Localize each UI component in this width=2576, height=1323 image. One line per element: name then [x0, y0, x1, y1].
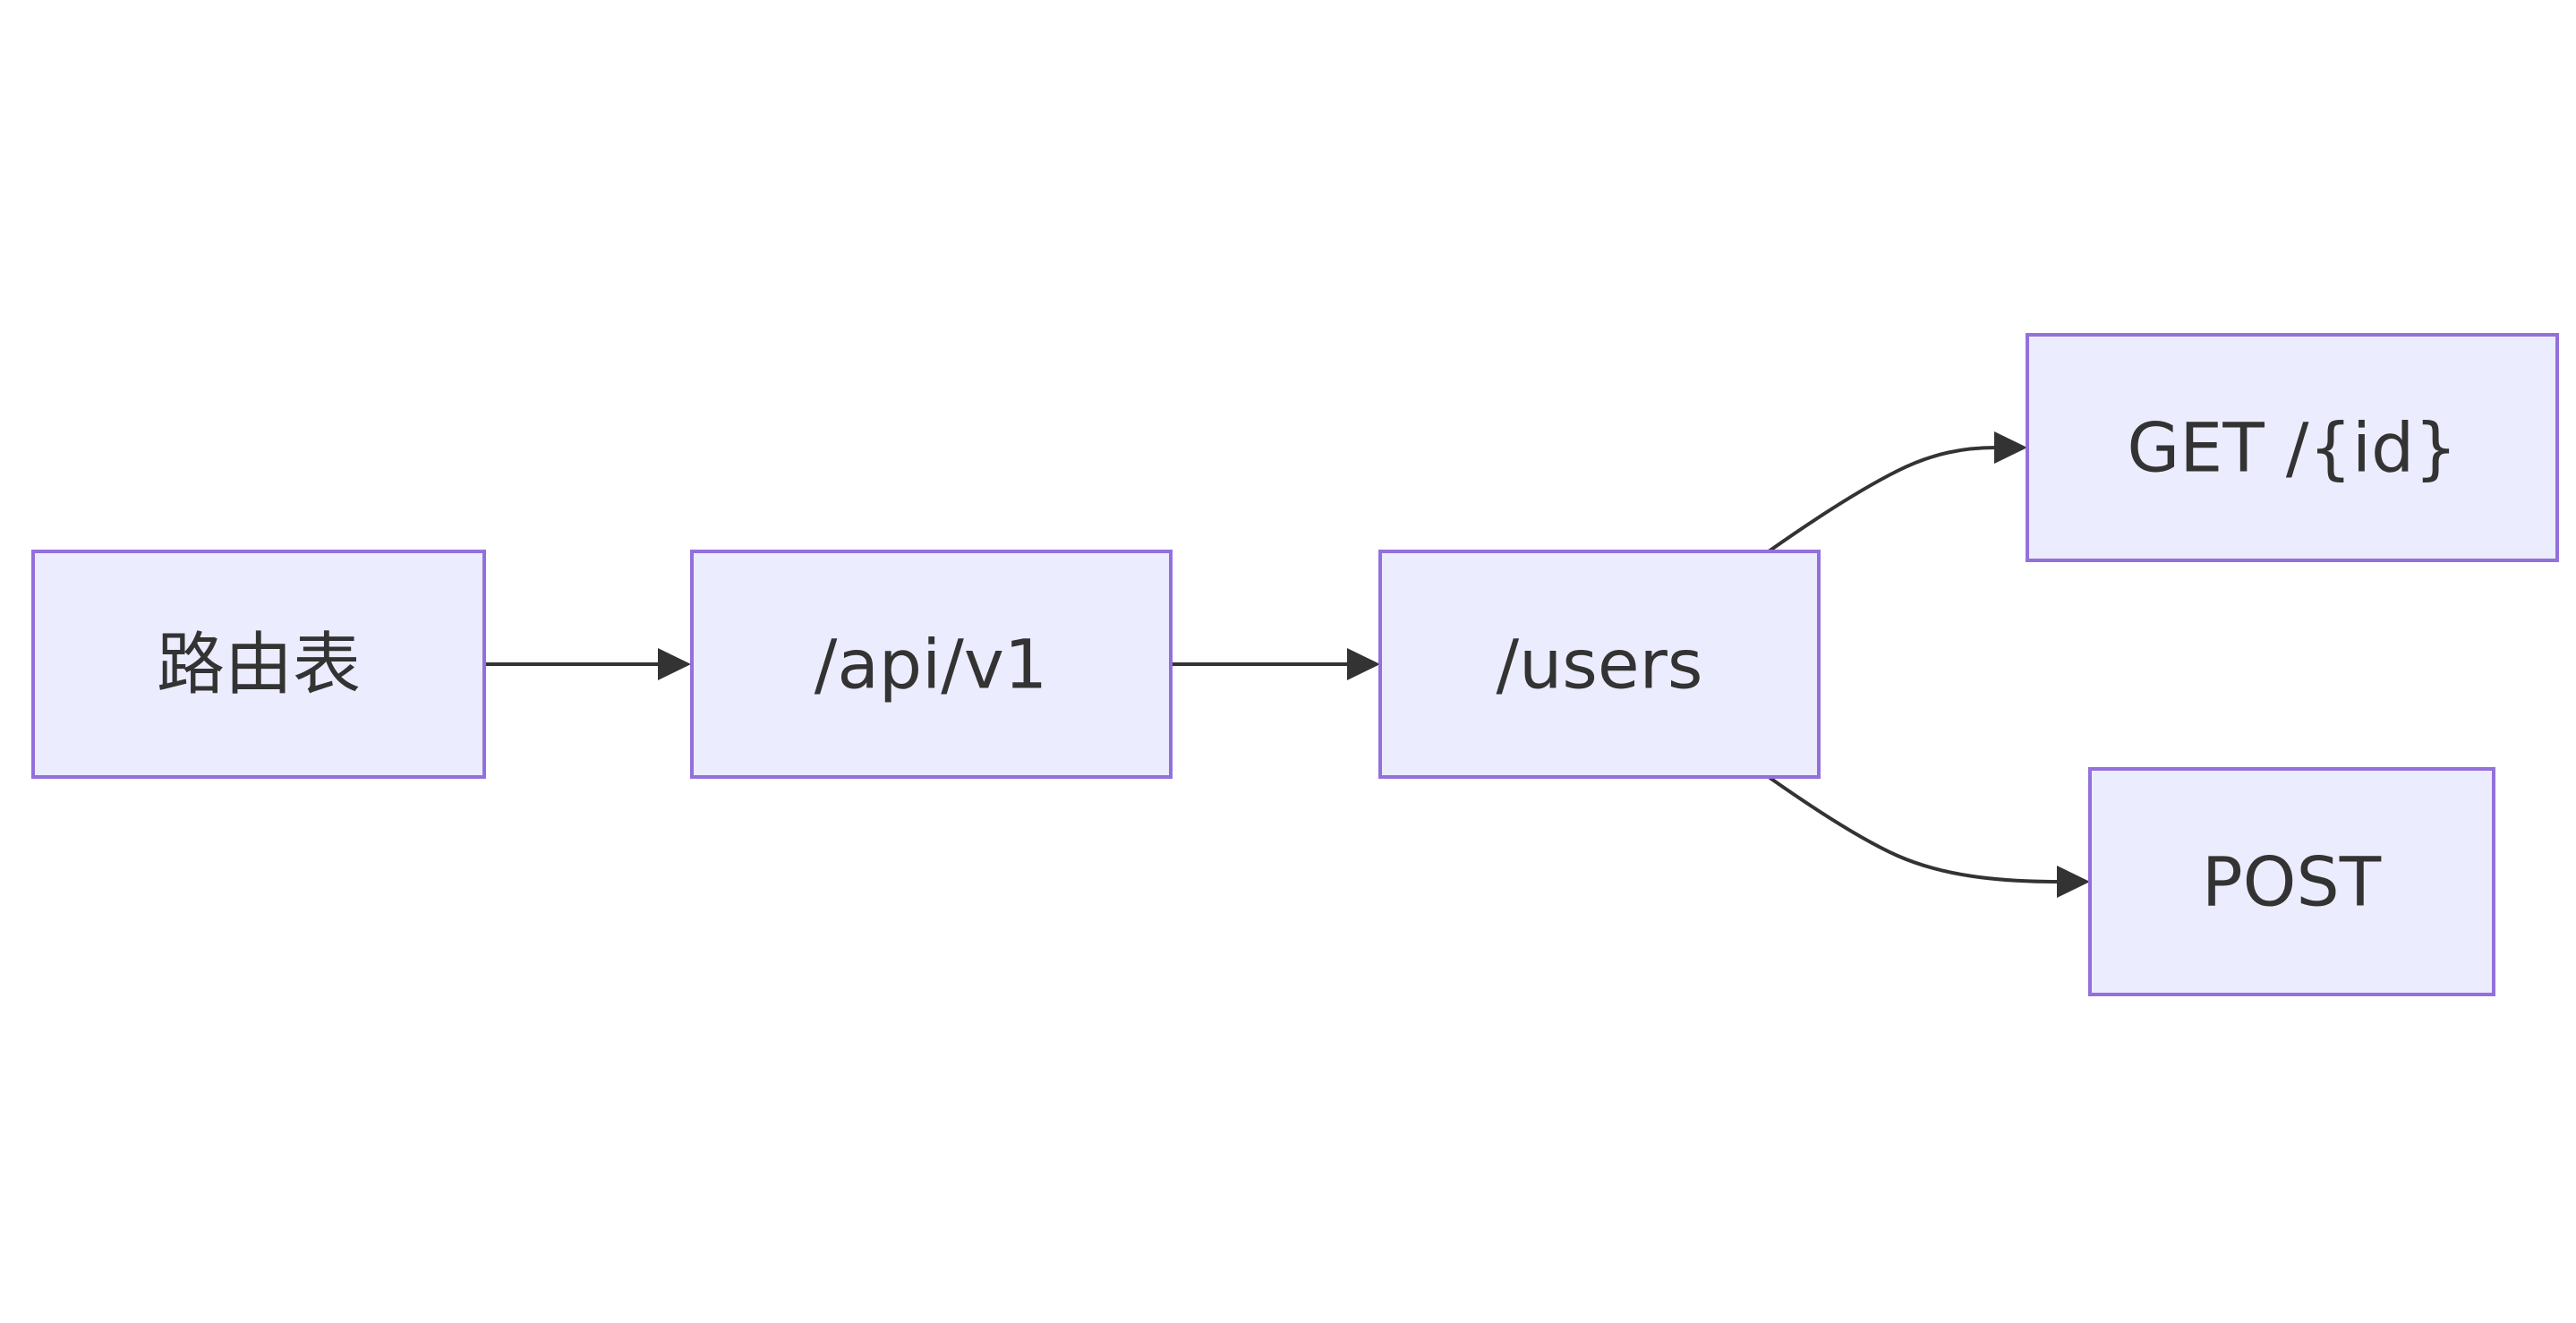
edge-routing-table-to-api-v1 — [484, 648, 691, 680]
node-label: /api/v1 — [815, 625, 1047, 704]
arrowhead — [658, 648, 691, 680]
node-routing-table: 路由表 — [31, 550, 486, 779]
edges — [484, 431, 2090, 898]
arrowhead — [1994, 431, 2027, 464]
arrowhead — [2057, 866, 2090, 898]
edge-users-to-post — [1767, 775, 2090, 898]
node-api-v1: /api/v1 — [690, 550, 1173, 779]
arrowhead — [1347, 648, 1380, 680]
node-label: GET /{id} — [2127, 408, 2457, 488]
node-post: POST — [2088, 767, 2495, 996]
node-label: 路由表 — [157, 625, 361, 704]
node-label: POST — [2202, 842, 2382, 922]
node-label: /users — [1497, 625, 1703, 704]
edge-api-v1-to-users — [1171, 648, 1380, 680]
node-get-id: GET /{id} — [2026, 333, 2559, 562]
node-users: /users — [1378, 550, 1821, 779]
edge-users-to-get-id — [1767, 431, 2027, 553]
